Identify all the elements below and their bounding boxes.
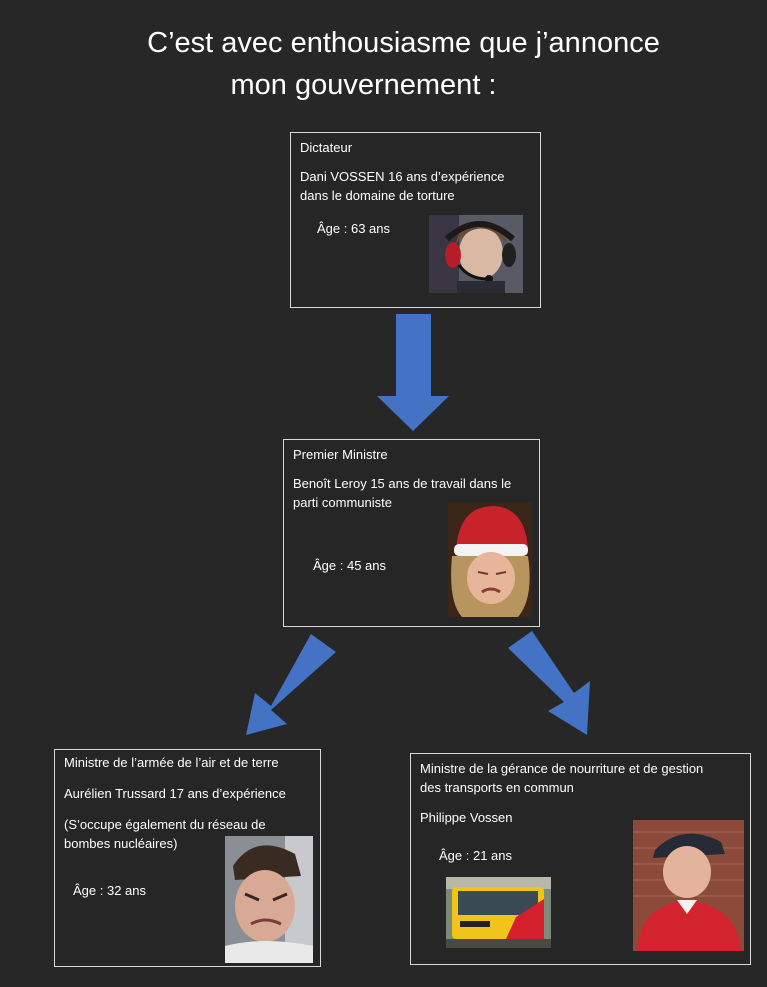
prime-minister-description: Benoît Leroy 15 ans de travail dans le p… xyxy=(293,476,512,510)
arrow-down-right xyxy=(508,631,590,735)
title-line-1: C’est avec enthousiasme que j’annonce xyxy=(147,27,660,59)
army-minister-role: Ministre de l’armée de l’air et de terre xyxy=(64,755,279,770)
dictator-description: Dani VOSSEN 16 ans d’expérience dans le … xyxy=(300,169,505,203)
army-minister-box: Ministre de l’armée de l’air et de terre… xyxy=(54,749,321,967)
dictator-box: Dictateur Dani VOSSEN 16 ans d’expérienc… xyxy=(290,132,541,308)
arrow-down xyxy=(377,314,449,431)
prime-minister-role: Premier Ministre xyxy=(293,447,388,462)
prime-minister-age: Âge : 45 ans xyxy=(313,558,386,573)
dictator-photo xyxy=(429,215,523,293)
food-transport-minister-role: Ministre de la gérance de nourriture et … xyxy=(420,761,704,795)
food-transport-minister-box: Ministre de la gérance de nourriture et … xyxy=(410,753,751,965)
arrow-down-left xyxy=(246,634,336,735)
prime-minister-box: Premier Ministre Benoît Leroy 15 ans de … xyxy=(283,439,540,627)
army-minister-age: Âge : 32 ans xyxy=(73,883,146,898)
army-minister-photo xyxy=(225,836,313,963)
food-transport-minister-photo xyxy=(633,820,744,951)
bus-photo xyxy=(446,877,551,948)
army-minister-note: (S’occupe également du réseau de bombes … xyxy=(64,817,266,851)
dictator-age: Âge : 63 ans xyxy=(317,221,390,236)
dictator-role: Dictateur xyxy=(300,140,353,155)
page-title: C’est avec enthousiasme que j’annonce mo… xyxy=(0,22,767,106)
prime-minister-photo xyxy=(448,502,532,617)
army-minister-description: Aurélien Trussard 17 ans d’expérience xyxy=(64,786,286,801)
food-transport-minister-name: Philippe Vossen xyxy=(420,810,513,825)
food-transport-minister-age: Âge : 21 ans xyxy=(439,848,512,863)
title-line-2: mon gouvernement : xyxy=(230,69,497,101)
